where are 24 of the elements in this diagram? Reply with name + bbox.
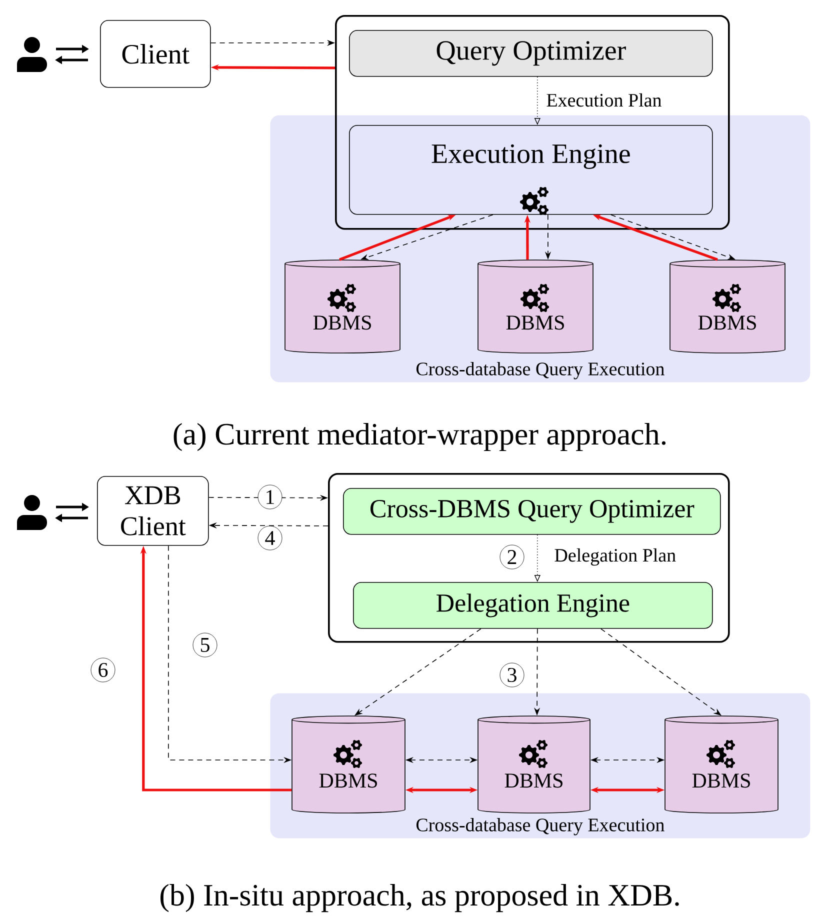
database-cylinder: DBMS [292,716,406,814]
process-box: Execution Engine [349,125,713,215]
database-cylinder: DBMS [478,260,594,354]
step-number: 1 [258,484,282,510]
system-box [335,15,730,230]
process-box: Query Optimizer [349,30,713,77]
step-number: 4 [258,526,282,550]
database-cylinder: DBMS [284,260,400,354]
edge-label: Execution Plan [545,92,663,108]
subfigure-caption: (a) Current mediator-wrapper approach. [174,422,666,452]
subfigure-caption: (b) In-situ approach, as proposed in XDB. [160,884,679,912]
system-box [328,473,730,643]
process-box: Client [100,20,211,88]
step-number: 3 [500,662,524,688]
database-cylinder: DBMS [478,716,590,814]
database-cylinder: DBMS [670,260,786,354]
step-number: 5 [192,632,218,658]
step-number: 6 [90,658,116,682]
process-box: Delegation Engine [353,582,713,629]
edge-label: Delegation Plan [553,547,678,567]
database-cylinder: DBMS [664,716,778,814]
process-box: Cross-DBMS Query Optimizer [343,488,721,535]
step-number: 2 [500,544,524,570]
process-box: XDB Client [97,476,209,546]
